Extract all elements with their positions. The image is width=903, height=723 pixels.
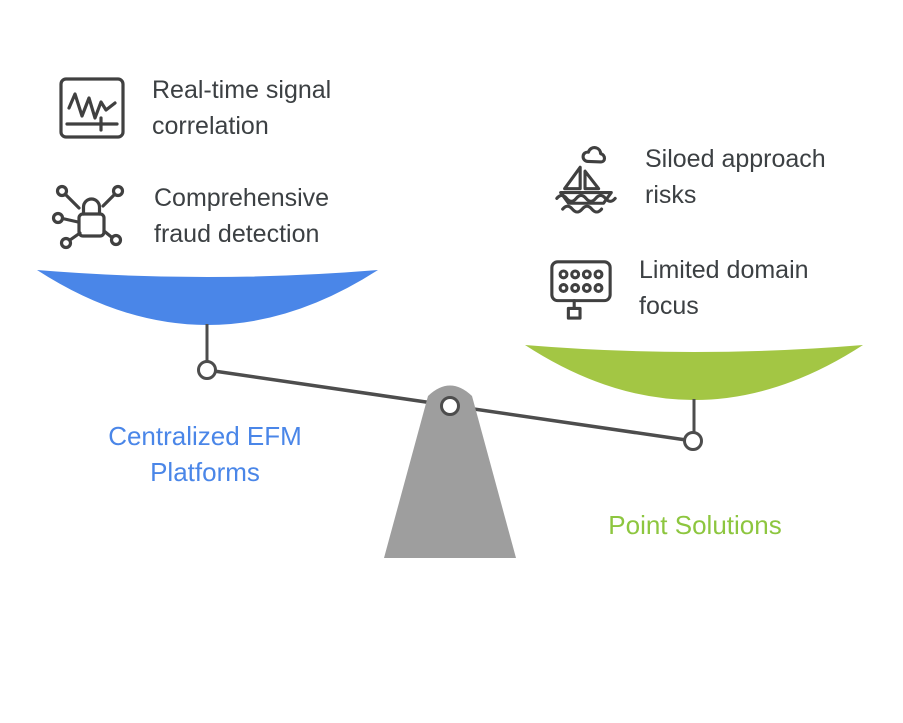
list-item: Comprehensive fraud detection [50,178,329,254]
network-lock-icon [51,184,125,250]
left-side-label-line: Platforms [150,457,260,487]
left-joint [197,360,217,380]
list-item: Siloed approach risks [551,138,826,216]
item-text: Limited domain focus [639,252,809,324]
left-side-label: Centralized EFM Platforms [40,418,370,490]
left-side-label-line: Centralized EFM [108,421,302,451]
item-text-line: risks [645,181,697,209]
panel-grid-icon [550,260,612,320]
list-item: Limited domain focus [547,250,809,326]
item-text-line: correlation [152,112,269,140]
left-pan [37,270,378,325]
item-text-line: Limited domain [639,256,809,284]
right-side-label: Point Solutions [608,510,782,540]
pivot-joint [440,396,460,416]
item-text-line: fraud detection [154,220,320,248]
right-pan [525,345,863,400]
item-text: Siloed approach risks [645,141,826,213]
item-text: Comprehensive fraud detection [154,180,329,252]
item-text-line: Comprehensive [154,184,330,212]
right-joint [683,431,703,451]
list-item: Real-time signal correlation [56,72,331,144]
fulcrum [384,385,516,558]
item-text: Real-time signal correlation [152,72,331,144]
waveform-monitor-icon [59,77,125,139]
item-text-line: Siloed approach [645,145,826,173]
item-text-line: focus [639,292,699,320]
boat-icon [555,146,617,214]
item-text-line: Real-time signal [152,76,332,104]
